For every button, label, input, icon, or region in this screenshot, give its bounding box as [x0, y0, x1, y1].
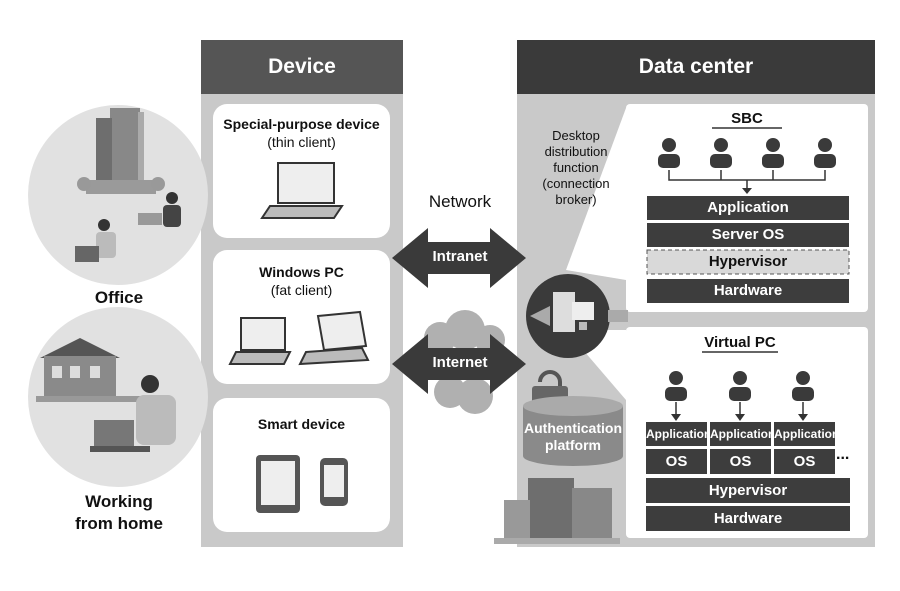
auth-line-1: Authentication — [524, 420, 622, 436]
sbc-title: SBC — [731, 110, 763, 127]
auth-cylinder-top — [523, 396, 623, 416]
sbc-arrowhead — [742, 188, 752, 194]
office-worker-icon — [75, 192, 181, 262]
sbc-user-icons — [658, 138, 836, 168]
windows-pc-card: Windows PC (fat client) — [213, 250, 390, 384]
vpc-hardware-bar: Hardware — [646, 506, 850, 531]
device-header-bg — [201, 40, 403, 94]
smart-device-card: Smart device — [213, 398, 390, 532]
sbc-pointer — [566, 108, 626, 280]
sbc-server-os-bar: Server OS — [647, 223, 849, 247]
sbc-application-bar: Application — [647, 196, 849, 220]
network-label: Network — [428, 192, 492, 211]
internet-arrow — [392, 334, 526, 394]
smart-device-title: Smart device — [257, 416, 346, 432]
vpc-os-2: OS — [710, 449, 771, 474]
internet-cloud-icon — [424, 310, 505, 414]
intranet-arrow — [392, 228, 526, 288]
datacenter-header: Data center — [638, 55, 754, 78]
vpc-user-icons — [665, 371, 814, 401]
vpc-ellipsis: ... — [836, 446, 850, 463]
broker-line-2: distribution — [544, 144, 608, 159]
broker-arrow-right — [608, 310, 628, 322]
broker-label: Desktop distribution function (connectio… — [530, 128, 622, 208]
home-label: Working from home — [50, 491, 188, 535]
home-label-line1: Working — [85, 492, 153, 511]
special-device-card: Special-purpose device (thin client) — [213, 104, 390, 238]
windows-pc-subtitle: (fat client) — [270, 282, 333, 298]
smart-device-card-bg — [213, 398, 390, 532]
vpc-hypervisor-bar: Hypervisor — [646, 478, 850, 503]
home-worker-icon — [90, 375, 176, 452]
special-device-subtitle: (thin client) — [267, 134, 336, 150]
office-building-icon — [77, 108, 165, 194]
sbc-hypervisor-label: Hypervisor — [708, 253, 788, 270]
broker-line-4: (connection — [542, 176, 610, 191]
auth-line-2: platform — [545, 437, 601, 453]
auth-label: Authentication platform — [523, 420, 623, 454]
device-header: Device — [268, 55, 336, 78]
windows-pc-title: Windows PC — [259, 264, 344, 280]
vpc-os-3: OS — [774, 449, 835, 474]
datacenter-header-bg — [517, 40, 875, 94]
broker-line-1: Desktop — [552, 128, 600, 143]
sbc-hardware-bar: Hardware — [647, 279, 849, 303]
house-icon — [36, 338, 146, 402]
server-icon — [553, 292, 594, 332]
broker-arrow-left — [530, 306, 550, 326]
vpc-os-1: OS — [646, 449, 707, 474]
office-circle — [28, 105, 208, 285]
sbc-hypervisor-bar — [646, 249, 850, 275]
sbc-connectors — [668, 170, 826, 190]
office-label: Office — [94, 288, 144, 307]
vpc-app-3: Application — [774, 422, 839, 446]
vpc-title: Virtual PC — [704, 334, 776, 351]
vpc-connectors — [675, 402, 804, 416]
vpc-app-2: Application — [710, 422, 775, 446]
datacenter-building-icon — [494, 478, 620, 544]
special-device-title: Special-purpose device — [223, 116, 380, 132]
home-label-line2: from home — [75, 514, 163, 533]
internet-label: Internet — [432, 354, 488, 371]
vpc-app-1: Application — [646, 422, 711, 446]
broker-line-5: broker) — [555, 192, 597, 207]
intranet-label: Intranet — [432, 248, 488, 265]
broker-line-3: function — [553, 160, 599, 175]
